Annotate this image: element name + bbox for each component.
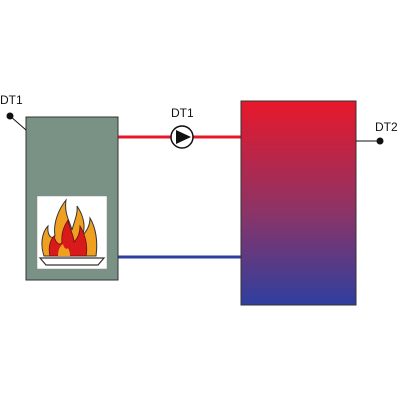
sensor-dot-icon (376, 137, 384, 145)
flame-icon (38, 198, 106, 266)
fire-window (36, 195, 108, 270)
boiler-sensor: DT1 (0, 93, 27, 131)
pump-icon (170, 125, 194, 149)
tank-sensor-label: DT2 (375, 120, 398, 134)
boiler-sensor-label: DT1 (0, 93, 23, 107)
sensor-dot-icon (6, 112, 14, 120)
tank-sensor: DT2 (356, 120, 398, 145)
storage-tank (240, 100, 357, 306)
pump-sensor-label: DT1 (171, 106, 194, 120)
